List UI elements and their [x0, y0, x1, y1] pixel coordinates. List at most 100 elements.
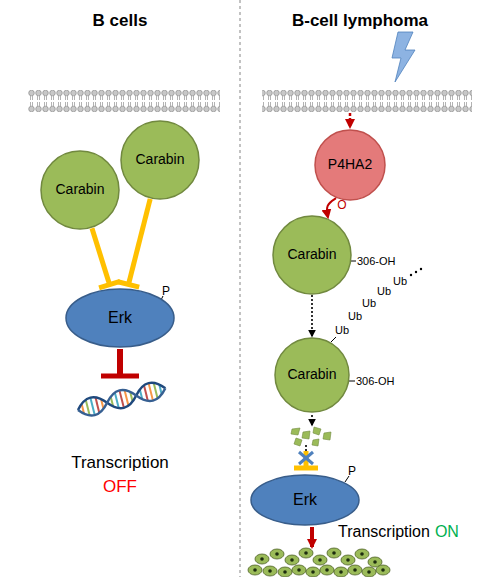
tumor-cell	[355, 549, 369, 559]
stimulus-bolt	[392, 32, 415, 82]
chain-dot	[410, 274, 412, 276]
dna-rung	[119, 390, 123, 407]
node-outline	[251, 475, 359, 525]
dna-helix	[76, 379, 168, 418]
inhibition-bar	[294, 466, 318, 471]
tumor-cell	[299, 548, 313, 558]
site-label: 306-OH	[356, 376, 395, 387]
dna-strand	[76, 379, 168, 418]
dna-rung	[154, 383, 158, 398]
edge-group	[327, 198, 336, 217]
site-tick	[349, 381, 355, 382]
edge-group	[118, 199, 150, 287]
tumor-cell	[362, 567, 376, 577]
blocked-cross	[299, 452, 313, 464]
inhibition-connector	[129, 199, 151, 285]
edge-group	[92, 228, 120, 288]
ubiquitin-tag: Ub	[335, 325, 349, 336]
node-label: Carabin	[287, 367, 336, 382]
tumor-cell	[270, 549, 284, 559]
node-label: Carabin	[135, 152, 184, 167]
fragment	[312, 439, 319, 446]
chain-dot	[415, 271, 417, 273]
node-label: Carabin	[55, 182, 104, 197]
hydroxylation-arrow	[327, 198, 336, 217]
tumor-cell	[248, 565, 262, 575]
node-outline	[121, 121, 199, 199]
node-outline	[315, 130, 385, 200]
outcome-state: ON	[435, 524, 459, 540]
dna-rung	[125, 390, 129, 405]
dna-rung	[96, 398, 100, 413]
panel-divider	[239, 0, 240, 577]
chain-dot	[420, 268, 422, 270]
node-outline	[66, 289, 174, 347]
tumor-cell	[292, 565, 306, 575]
dna-strand	[76, 379, 168, 418]
inhibition-bar	[99, 281, 120, 288]
tumor-cell	[320, 565, 334, 575]
inhibition-bar	[118, 282, 139, 287]
tumor-cell	[255, 554, 269, 564]
cell-membrane	[262, 90, 472, 112]
node-outline	[275, 338, 349, 412]
activation-arrow	[310, 527, 314, 547]
node-label: Erk	[293, 491, 317, 509]
edge-group	[312, 295, 313, 336]
protein-circle: Carabin	[274, 337, 350, 413]
fragment	[294, 438, 302, 446]
dna-rung	[144, 385, 148, 400]
site-label: 306-OH	[357, 256, 396, 267]
degradation-arrow	[311, 415, 313, 425]
protein-circle: Carabin	[120, 120, 200, 200]
node-outline	[273, 216, 351, 294]
dotted-stem	[305, 445, 307, 451]
tumor-cell	[278, 567, 292, 577]
ubiquitination-arrow	[311, 295, 313, 336]
tumor-cell	[313, 555, 327, 565]
dna-rung	[149, 383, 153, 400]
ubiquitin-tag: Ub	[348, 311, 362, 322]
ubiquitin-tag: Ub	[393, 276, 407, 287]
tumor-cell	[263, 566, 277, 576]
inhibition-bar	[101, 374, 139, 379]
phospho-mark: P	[348, 465, 356, 477]
edge-label: O	[337, 199, 346, 211]
fragment	[302, 431, 310, 439]
panel-title: B cells	[93, 12, 148, 29]
fragment	[323, 432, 331, 440]
cell-membrane	[28, 90, 220, 112]
node-label: Carabin	[287, 247, 336, 262]
enzyme-circle: P4HA2	[314, 129, 386, 201]
inhibition-stem	[117, 349, 123, 374]
node-outline	[41, 151, 119, 229]
phospho-mark: P	[162, 285, 170, 297]
outcome-state: OFF	[103, 478, 137, 495]
tumor-cell	[306, 567, 320, 577]
dna-rung	[86, 400, 90, 415]
tumor-cell	[341, 555, 355, 565]
kinase-ellipse: Erk	[250, 474, 360, 526]
signal-arrow	[349, 113, 352, 127]
ubiquitin-link	[331, 337, 336, 342]
blocked-cross	[299, 452, 313, 464]
outcome-text: Transcription	[338, 524, 430, 540]
dna-rung	[115, 393, 119, 408]
carabin-fragments	[291, 427, 331, 446]
fragment	[291, 428, 300, 435]
tumor-cell	[348, 565, 362, 575]
node-label: Erk	[108, 309, 132, 327]
ubiquitin-tag: Ub	[377, 286, 391, 297]
protein-circle: Carabin	[40, 150, 120, 230]
tumor-cell	[376, 565, 390, 575]
kinase-ellipse: Erk	[65, 288, 175, 348]
site-tick	[351, 261, 356, 262]
protein-circle: Carabin	[272, 215, 352, 295]
tumor-cell	[327, 548, 341, 558]
fragment	[313, 427, 321, 435]
tumor-cell	[334, 567, 348, 577]
panel-title: B-cell lymphoma	[292, 12, 428, 29]
